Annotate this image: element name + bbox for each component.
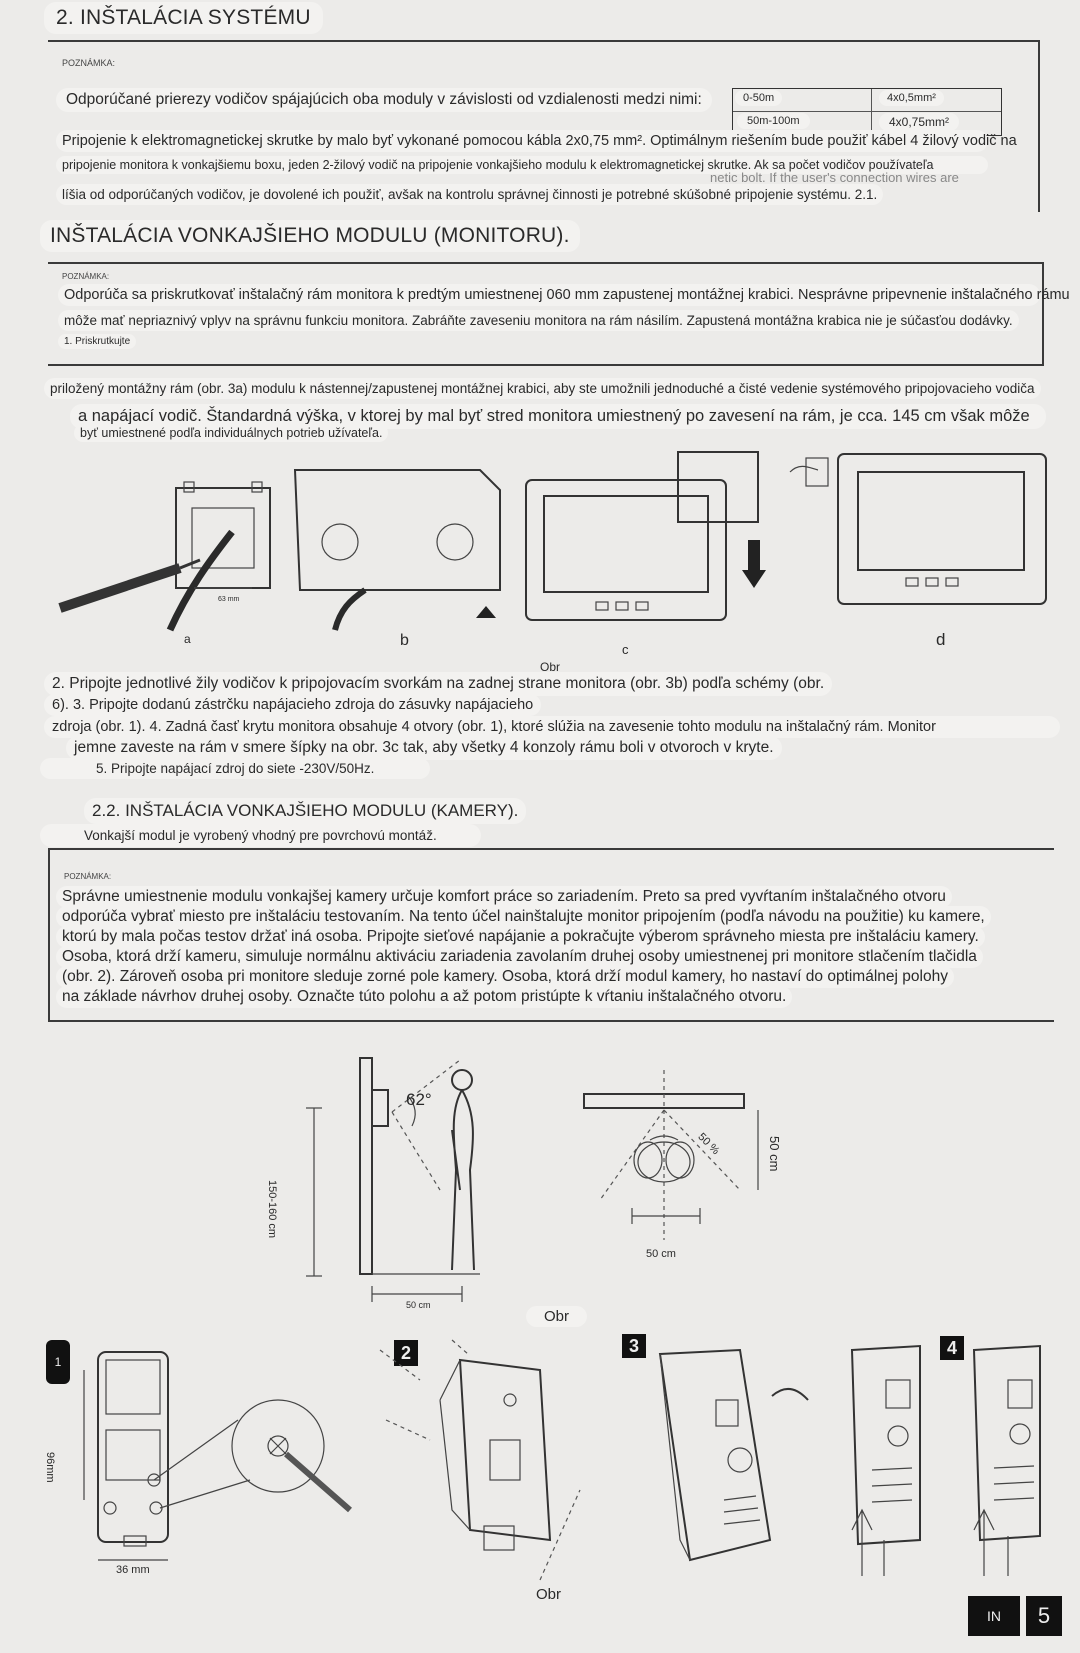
- fig-caption: Obr: [536, 1586, 562, 1603]
- side-distance-label: 50 cm: [767, 1136, 782, 1172]
- table-cell-distance: 50m-100m: [737, 113, 810, 129]
- steps-text-line: jemne zaveste na rám v smere šípky na ob…: [66, 736, 782, 760]
- fig-label-c: c: [622, 642, 629, 657]
- steps-text-line: 2. Pripojte jednotlivé žily vodičov k pr…: [44, 672, 833, 696]
- bottom-distance-label: 50 cm: [646, 1248, 676, 1260]
- figure-number-badge: 4: [940, 1336, 964, 1360]
- monitor-install-figures: [58, 451, 1047, 632]
- camera-note-line: Osoba, ktorá drží kameru, simuluje normá…: [56, 946, 983, 968]
- section-heading-system: 2. INŠTALÁCIA SYSTÉMU: [44, 2, 323, 34]
- steps-text-line: zdroja (obr. 1). 4. Zadná časť krytu mon…: [44, 716, 1060, 738]
- view-angle-label: 62°: [406, 1090, 432, 1109]
- fig-caption: Obr: [540, 660, 561, 674]
- steps-text-line: 5. Pripojte napájací zdroj do siete -230…: [40, 758, 431, 779]
- camera-placement-diagram: [306, 1057, 759, 1302]
- monitor-back-figure: [293, 469, 501, 631]
- camera-sub: Vonkajší modul je vyrobený vhodný pre po…: [40, 824, 481, 847]
- monitor-hang-figure: [525, 451, 819, 621]
- note-label: POZNÁMKA:: [64, 872, 112, 881]
- figure-number-badge: 1: [46, 1340, 70, 1384]
- note-text-line: Odporúča sa priskrutkovať inštalačný rám…: [58, 284, 1070, 306]
- camera-note-line: na základe návrhov druhej osoby. Označte…: [56, 986, 793, 1008]
- install-text-line: priložený montážny rám (obr. 3a) modulu …: [44, 378, 1041, 399]
- camera-note-line: odporúča vybrať miesto pre inštaláciu te…: [56, 906, 991, 928]
- distance-label: 50 cm: [406, 1300, 431, 1310]
- mount-height-label: 150-160 cm: [266, 1180, 278, 1239]
- steps-text-line: 6). 3. Pripojte dodanú zástrčku napájaci…: [44, 694, 542, 716]
- fig-caption: Obr: [526, 1306, 588, 1327]
- note-frame: [48, 40, 1040, 212]
- note-label: POZNÁMKA:: [62, 272, 110, 281]
- fig-label-a: a: [184, 632, 191, 646]
- camera-note-line: Správne umiestnenie modulu vonkajšej kam…: [56, 886, 952, 908]
- width-dimension: 36 mm: [116, 1564, 150, 1576]
- mounting-frame-figure: [58, 481, 271, 632]
- fig-dimension: 63 mm: [218, 596, 240, 603]
- camera-note-line: ktorú by mala počas testov držať iná oso…: [56, 926, 985, 948]
- height-dimension: 96mm: [44, 1452, 56, 1483]
- section-heading-camera: 2.2. INŠTALÁCIA VONKAJŠIEHO MODULU (KAME…: [84, 798, 527, 824]
- step-label: 1. Priskrutkujte: [58, 334, 137, 349]
- fig-label-b: b: [400, 632, 409, 649]
- note-label: POZNÁMKA:: [62, 58, 116, 68]
- wire-text-line: Pripojenie k elektromagnetickej skrutke …: [56, 130, 1017, 152]
- camera-note-line: (obr. 2). Zároveň osoba pri monitore sle…: [56, 966, 954, 988]
- wire-text-line: pripojenie monitora k vonkajšiemu boxu, …: [56, 156, 988, 174]
- install-text-line: byť umiestnené podľa individuálnych potr…: [74, 424, 389, 442]
- figure-number-badge: 3: [622, 1334, 646, 1358]
- wire-table: 0-50m 4x0,5mm² 50m-100m 4x0,75mm²: [732, 88, 1002, 136]
- ghost-text: netic bolt. If the user's connection wir…: [710, 170, 959, 185]
- wire-text-line: líšia od odporúčaných vodičov, je dovole…: [56, 184, 884, 205]
- fig-label-d: d: [936, 630, 946, 649]
- table-cell-wire: 4x0,5mm²: [879, 90, 944, 106]
- section-heading-monitor: INŠTALÁCIA VONKAJŠIEHO MODULU (MONITORU)…: [40, 220, 580, 252]
- note-text-line: môže mať nepriaznivý vplyv na správnu fu…: [58, 310, 1019, 331]
- note-frame: [48, 262, 1044, 366]
- note-frame: [48, 848, 1054, 1022]
- page-number: 5: [1026, 1596, 1062, 1636]
- monitor-front-figure: [805, 453, 1047, 605]
- table-cell-distance: 0-50m: [735, 90, 783, 106]
- language-tab: IN: [968, 1596, 1020, 1636]
- camera-mount-figures: [83, 1339, 1041, 1581]
- table-cell-wire: 4x0,75mm²: [879, 113, 960, 131]
- wire-intro: Odporúčané prierezy vodičov spájajúcich …: [56, 88, 712, 112]
- figure-number-badge: 2: [394, 1340, 418, 1366]
